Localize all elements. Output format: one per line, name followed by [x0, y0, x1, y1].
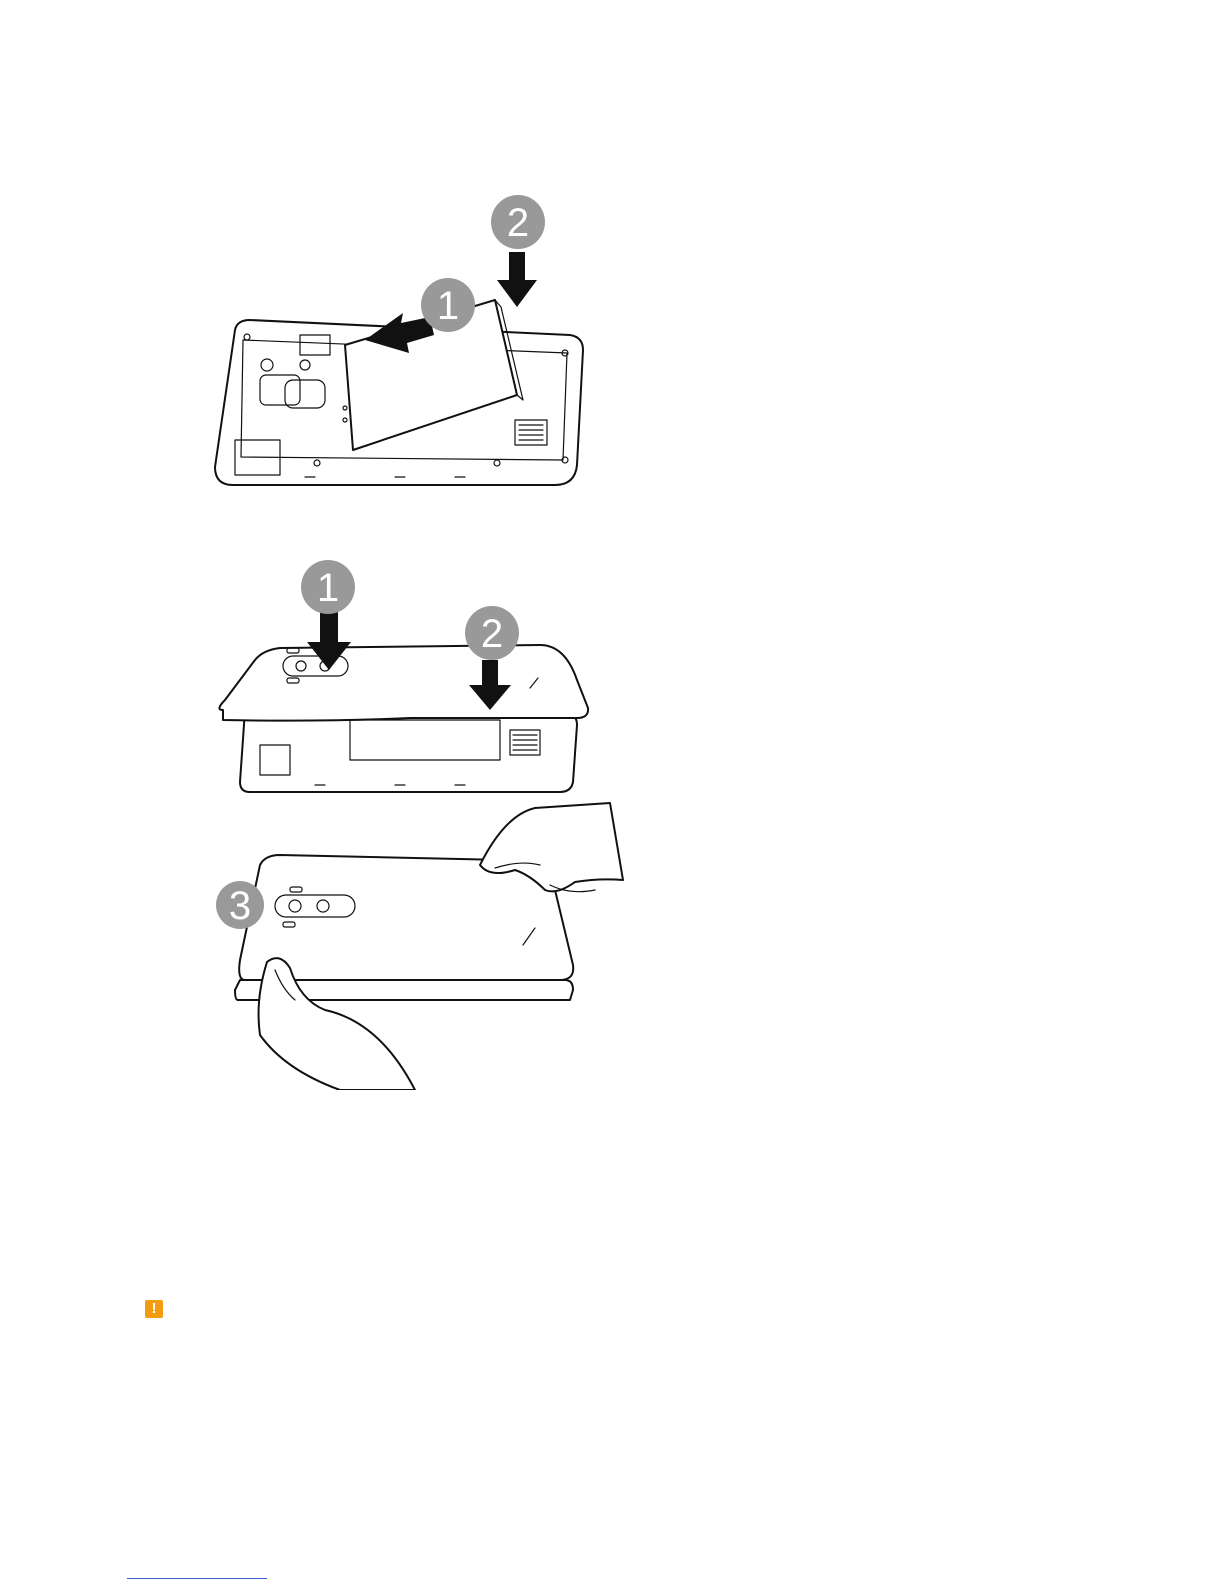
svg-text:1: 1: [437, 284, 459, 328]
step-badge-1: 1: [421, 278, 475, 332]
back-cover-install-illustration: 1 2 3: [205, 560, 645, 1090]
arrow-down-icon: [497, 252, 537, 307]
svg-text:1: 1: [317, 566, 339, 610]
svg-text:2: 2: [507, 201, 529, 245]
battery-insert-illustration: 1 2: [205, 195, 605, 495]
footnote-separator: [127, 1578, 267, 1579]
svg-text:3: 3: [229, 884, 251, 928]
step-badge-3: 3: [216, 881, 264, 929]
svg-text:2: 2: [481, 612, 503, 656]
warning-icon: !: [145, 1300, 163, 1318]
step-badge-2: 2: [491, 195, 545, 249]
phone-body: [240, 710, 577, 792]
back-cover: [219, 645, 588, 721]
step-badge-2: 2: [465, 606, 519, 660]
step-badge-1: 1: [301, 560, 355, 614]
